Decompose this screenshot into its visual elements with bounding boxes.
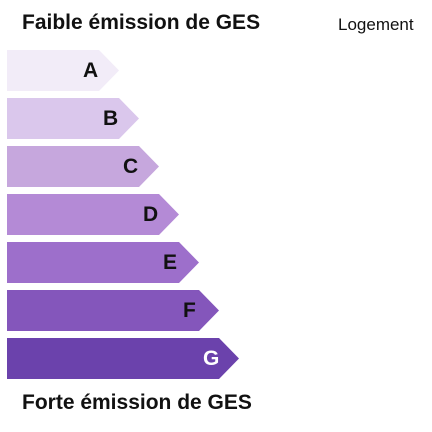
class-arrow-e [7,242,199,283]
class-letter-a: A [83,59,99,82]
class-arrow-f [7,290,219,331]
class-band-e: E [7,242,199,283]
class-arrow-shape [7,290,219,331]
class-band-d: D [7,194,179,235]
class-arrow-shape [7,338,239,379]
class-arrow-d [7,194,179,235]
class-arrow-g [7,338,239,379]
low-emission-title: Faible émission de GES [22,11,261,34]
class-arrow-a [7,50,119,91]
class-band-f: F [7,290,219,331]
class-letter-e: E [163,251,178,274]
class-letter-b: B [103,107,119,130]
class-letter-g: G [203,347,220,370]
class-arrow-shape [7,50,119,91]
class-arrow-shape [7,242,199,283]
class-letter-f: F [183,299,196,322]
class-arrow-b [7,98,139,139]
class-band-b: B [7,98,139,139]
class-band-a: A [7,50,119,91]
class-arrow-shape [7,98,139,139]
class-band-c: C [7,146,159,187]
class-letter-d: D [143,203,159,226]
class-arrow-shape [7,194,179,235]
class-arrow-shape [7,146,159,187]
class-band-g: G [7,338,239,379]
high-emission-title: Forte émission de GES [22,391,252,414]
category-label: Logement [338,15,414,34]
class-letter-c: C [123,155,139,178]
class-arrow-c [7,146,159,187]
